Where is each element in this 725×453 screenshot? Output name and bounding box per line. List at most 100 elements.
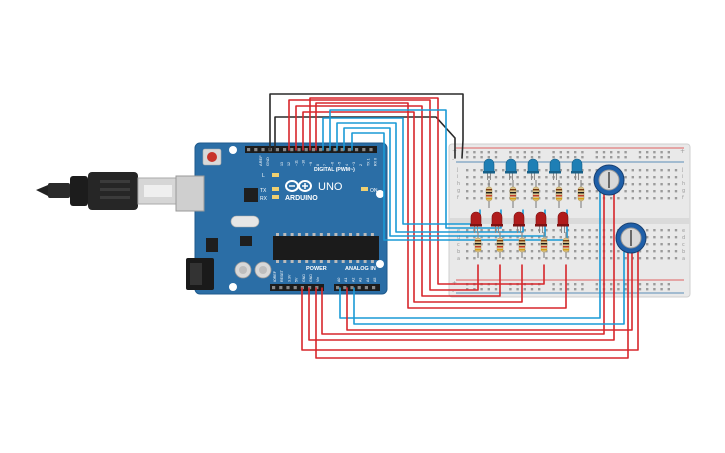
rail-hole[interactable] <box>653 283 656 286</box>
breadboard-hole[interactable] <box>466 243 469 246</box>
rail-hole[interactable] <box>473 156 476 159</box>
breadboard-hole[interactable] <box>523 229 526 232</box>
breadboard-hole[interactable] <box>581 229 584 232</box>
breadboard-hole[interactable] <box>545 183 548 186</box>
breadboard-hole[interactable] <box>646 229 649 232</box>
breadboard-hole[interactable] <box>674 176 678 179</box>
breadboard-hole[interactable] <box>523 257 526 260</box>
breadboard-hole[interactable] <box>509 243 512 246</box>
rail-hole[interactable] <box>509 156 512 159</box>
breadboard-hole[interactable] <box>674 250 678 253</box>
breadboard-hole[interactable] <box>530 183 534 186</box>
led-red[interactable] <box>535 211 547 233</box>
breadboard-hole[interactable] <box>494 250 498 253</box>
analog-header-holes[interactable] <box>336 286 376 290</box>
rail-hole[interactable] <box>530 288 534 291</box>
rail-hole[interactable] <box>646 288 649 291</box>
breadboard-hole[interactable] <box>538 257 541 260</box>
breadboard-hole[interactable] <box>660 183 663 186</box>
breadboard-hole[interactable] <box>473 183 476 186</box>
breadboard-hole[interactable] <box>581 236 584 239</box>
rail-hole[interactable] <box>538 288 541 291</box>
breadboard-hole[interactable] <box>538 176 541 179</box>
breadboard-hole[interactable] <box>638 183 642 186</box>
breadboard-hole[interactable] <box>552 183 555 186</box>
resistor[interactable] <box>562 232 570 258</box>
reset-button-cap[interactable] <box>207 152 217 162</box>
breadboard-hole[interactable] <box>566 190 570 193</box>
breadboard-hole[interactable] <box>480 197 483 200</box>
breadboard-hole[interactable] <box>502 183 505 186</box>
rail-hole[interactable] <box>574 156 577 159</box>
breadboard-hole[interactable] <box>466 190 469 193</box>
breadboard-hole[interactable] <box>494 257 498 260</box>
rail-hole[interactable] <box>566 156 570 159</box>
breadboard-hole[interactable] <box>595 236 598 239</box>
breadboard-hole[interactable] <box>552 229 555 232</box>
rail-hole[interactable] <box>595 156 598 159</box>
breadboard-hole[interactable] <box>574 229 577 232</box>
breadboard-hole[interactable] <box>653 257 656 260</box>
rail-hole[interactable] <box>480 156 483 159</box>
breadboard-hole[interactable] <box>638 169 642 172</box>
rail-hole[interactable] <box>559 156 562 159</box>
rail-hole[interactable] <box>466 156 469 159</box>
rail-hole[interactable] <box>494 288 498 291</box>
resistor[interactable] <box>532 180 540 208</box>
breadboard-hole[interactable] <box>480 236 483 239</box>
breadboard-hole[interactable] <box>516 257 519 260</box>
breadboard-hole[interactable] <box>667 190 670 193</box>
breadboard-hole[interactable] <box>574 190 577 193</box>
rail-hole[interactable] <box>602 156 606 159</box>
rail-hole[interactable] <box>667 156 670 159</box>
breadboard-hole[interactable] <box>494 190 498 193</box>
breadboard-hole[interactable] <box>545 190 548 193</box>
breadboard-hole[interactable] <box>473 176 476 179</box>
rail-hole[interactable] <box>559 283 562 286</box>
header-hole[interactable] <box>279 286 283 290</box>
breadboard-hole[interactable] <box>516 243 519 246</box>
breadboard-hole[interactable] <box>466 250 469 253</box>
breadboard-hole[interactable] <box>674 243 678 246</box>
breadboard-hole[interactable] <box>487 236 490 239</box>
breadboard-hole[interactable] <box>466 176 469 179</box>
breadboard-hole[interactable] <box>545 229 548 232</box>
breadboard-hole[interactable] <box>480 229 483 232</box>
led-red[interactable] <box>470 211 482 233</box>
breadboard-hole[interactable] <box>552 257 555 260</box>
breadboard-hole[interactable] <box>617 197 620 200</box>
breadboard-hole[interactable] <box>674 229 678 232</box>
header-hole[interactable] <box>247 148 251 152</box>
breadboard-hole[interactable] <box>638 197 642 200</box>
breadboard-hole[interactable] <box>588 236 591 239</box>
breadboard-hole[interactable] <box>610 236 613 239</box>
breadboard-hole[interactable] <box>624 183 627 186</box>
header-hole[interactable] <box>261 148 265 152</box>
rail-hole[interactable] <box>638 288 642 291</box>
breadboard-hole[interactable] <box>487 229 490 232</box>
breadboard-hole[interactable] <box>667 243 670 246</box>
breadboard-hole[interactable] <box>487 243 490 246</box>
breadboard-hole[interactable] <box>660 236 663 239</box>
breadboard-hole[interactable] <box>646 197 649 200</box>
led-red[interactable] <box>557 211 569 233</box>
breadboard-hole[interactable] <box>516 236 519 239</box>
breadboard-hole[interactable] <box>509 176 512 179</box>
breadboard-hole[interactable] <box>559 183 562 186</box>
breadboard-hole[interactable] <box>473 190 476 193</box>
breadboard-hole[interactable] <box>610 257 613 260</box>
rail-hole[interactable] <box>516 156 519 159</box>
breadboard-hole[interactable] <box>581 250 584 253</box>
breadboard-hole[interactable] <box>617 257 620 260</box>
breadboard-hole[interactable] <box>667 169 670 172</box>
rail-hole[interactable] <box>574 151 577 154</box>
resistor[interactable] <box>555 180 563 208</box>
breadboard-hole[interactable] <box>638 190 642 193</box>
breadboard-hole[interactable] <box>516 197 519 200</box>
breadboard-hole[interactable] <box>646 250 649 253</box>
rail-hole[interactable] <box>581 156 584 159</box>
breadboard-hole[interactable] <box>674 169 678 172</box>
breadboard-hole[interactable] <box>595 169 598 172</box>
breadboard-hole[interactable] <box>538 169 541 172</box>
breadboard-hole[interactable] <box>509 183 512 186</box>
